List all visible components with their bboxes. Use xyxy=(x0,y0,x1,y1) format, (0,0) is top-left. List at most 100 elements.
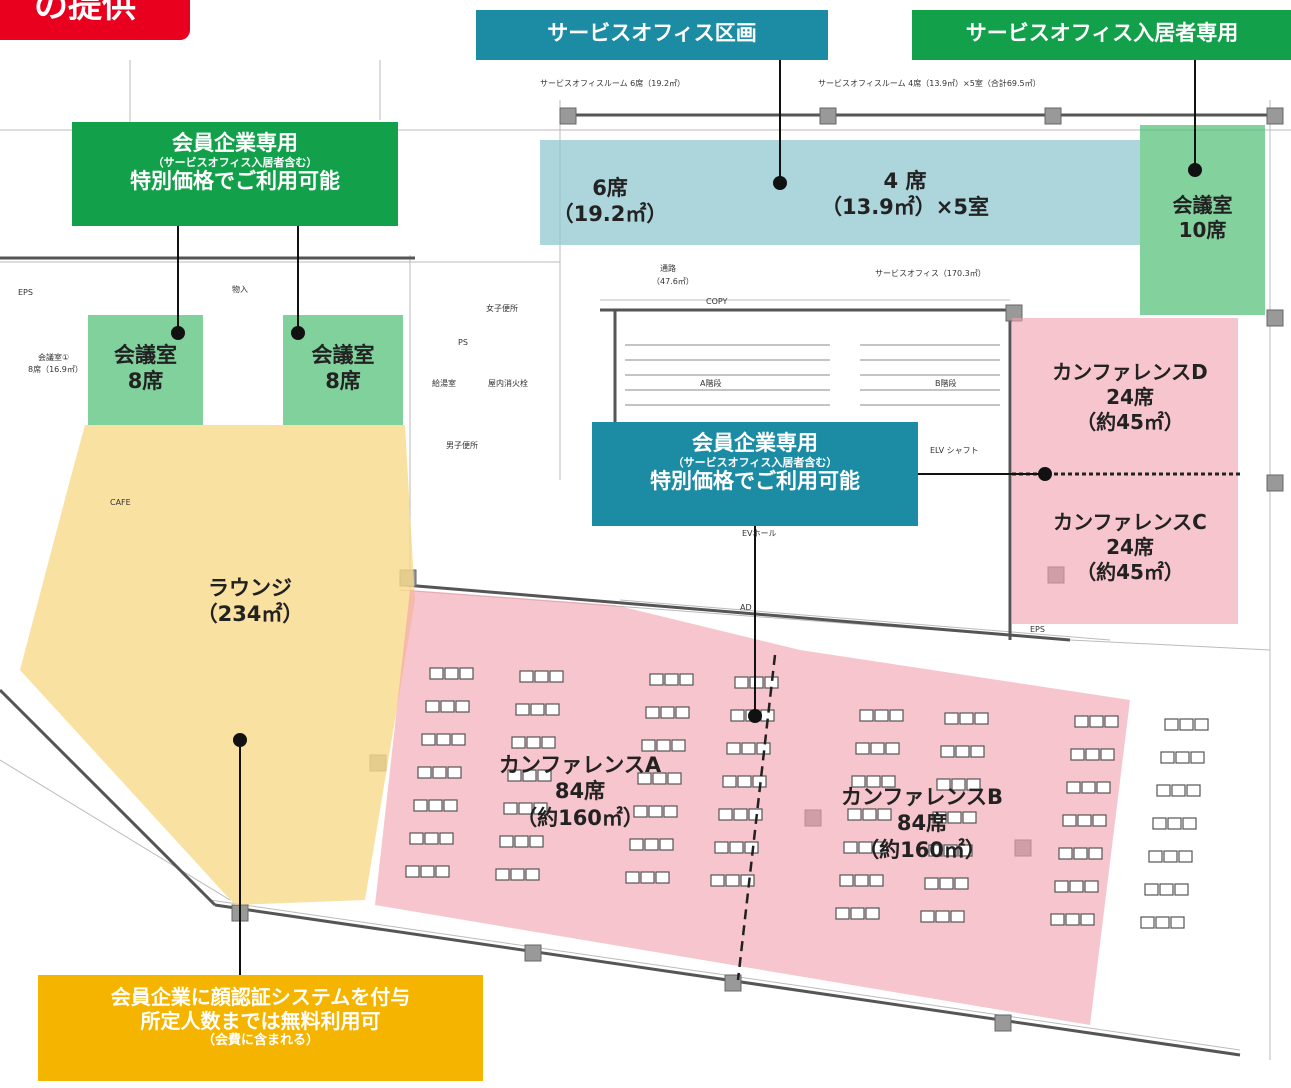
desk-seat xyxy=(435,865,450,878)
room-conference-c: カンファレンスC 24席 （約45㎡） xyxy=(1020,510,1240,585)
corner-tag: の提供 xyxy=(0,0,190,40)
desk-seat xyxy=(1144,883,1159,896)
desk-seat xyxy=(656,739,671,752)
desk-seat xyxy=(633,805,648,818)
desk-seat xyxy=(1074,715,1089,728)
desk-seat xyxy=(1066,781,1081,794)
desk-seat xyxy=(417,766,432,779)
desk-seat xyxy=(862,808,877,821)
desk-seat xyxy=(1104,715,1119,728)
desk-seat xyxy=(526,736,541,749)
desk-seat xyxy=(714,841,729,854)
desk-seat xyxy=(939,877,954,890)
desk-seat xyxy=(924,877,939,890)
desk-seat xyxy=(545,703,560,716)
tag-member-left: 会員企業専用 （サービスオフィス入居者含む） 特別価格でご利用可能 xyxy=(72,122,398,226)
desk-seat xyxy=(855,742,870,755)
desk-seat xyxy=(850,907,865,920)
plan-label-cafe: CAFE xyxy=(110,498,131,507)
tag-member-center-line1: 会員企業専用 xyxy=(692,431,818,455)
desk-seat xyxy=(1096,781,1111,794)
desk-seat xyxy=(885,742,900,755)
desk-seat xyxy=(629,838,644,851)
desk-seat xyxy=(1092,814,1107,827)
plan-label-womens-wc: 女子便所 xyxy=(486,304,518,313)
desk-seat xyxy=(955,745,970,758)
desk-seat xyxy=(659,838,674,851)
room-conference-a: カンファレンスA 84席 （約160㎡） xyxy=(470,752,690,831)
desk-seat xyxy=(737,775,752,788)
desk-seat xyxy=(859,709,874,722)
divider-conference-ab xyxy=(736,654,777,981)
zone-service-office xyxy=(540,140,1140,245)
desk-seat xyxy=(641,739,656,752)
desk-seat xyxy=(873,841,888,854)
plan-label-so-room6: サービスオフィスルーム 6席（19.2㎡） xyxy=(540,79,686,88)
desk-seat xyxy=(725,874,740,887)
desk-seat xyxy=(1050,913,1065,926)
desk-seat xyxy=(663,805,678,818)
room-lounge-area: （234㎡） xyxy=(196,602,304,627)
desk-seat xyxy=(429,667,444,680)
desk-seat xyxy=(507,769,522,782)
desk-seat xyxy=(409,832,424,845)
room-conference-c-area: （約45㎡） xyxy=(1076,560,1184,584)
tag-face-auth-line3: （会費に含まれる） xyxy=(201,1033,319,1048)
desk-seat xyxy=(869,874,884,887)
desk-seat xyxy=(519,670,534,683)
desk-seat xyxy=(734,676,749,689)
tag-service-office-zone: サービスオフィス区画 xyxy=(476,10,828,60)
desk-seat xyxy=(1190,751,1205,764)
desk-seat xyxy=(522,769,537,782)
desk-seat xyxy=(851,775,866,788)
desk-seat xyxy=(858,841,873,854)
desk-seat xyxy=(726,742,741,755)
desk-seat xyxy=(1179,718,1194,731)
desk-seat xyxy=(740,874,755,887)
plan-label-elv-hall: EVホール xyxy=(742,529,777,538)
room-meeting-8b-name: 会議室 xyxy=(311,343,375,367)
room-conference-d: カンファレンスD 24席 （約45㎡） xyxy=(1020,360,1240,435)
room-so-6-name: 6席 xyxy=(592,176,628,200)
room-conference-b-area: （約160㎡） xyxy=(858,837,986,862)
room-so-4: 4 席 （13.9㎡）×5室 xyxy=(800,168,1010,221)
room-conference-d-seats: 24席 xyxy=(1106,385,1154,409)
tag-face-auth-line2: 所定人数までは無料利用可 xyxy=(140,1009,381,1033)
desk-seat xyxy=(944,712,959,725)
desk-seat xyxy=(533,802,548,815)
desk-seat xyxy=(444,667,459,680)
desk-seat xyxy=(730,709,745,722)
room-conference-b: カンファレンスB 84席 （約160㎡） xyxy=(812,784,1032,863)
room-so-4-name: 4 席 xyxy=(883,169,927,193)
desk-seat xyxy=(877,808,892,821)
desk-seat xyxy=(649,673,664,686)
desk-seat xyxy=(1163,850,1178,863)
room-lounge-name: ラウンジ xyxy=(208,576,292,600)
desk-seat xyxy=(645,706,660,719)
desk-seat xyxy=(499,835,514,848)
desk-seat xyxy=(866,775,881,788)
desk-seat xyxy=(1171,784,1186,797)
desk-seat xyxy=(1084,880,1099,893)
desk-seat xyxy=(1073,847,1088,860)
tag-member-center: 会員企業専用 （サービスオフィス入居者含む） 特別価格でご利用可能 xyxy=(592,422,918,526)
room-meeting-10-name: 会議室 xyxy=(1172,193,1233,217)
desk-seat xyxy=(525,868,540,881)
desk-seat xyxy=(1152,817,1167,830)
plan-label-meeting-small-info: 8席（16.9㎡） xyxy=(28,365,83,374)
desk-seat xyxy=(1069,880,1084,893)
desk-seat xyxy=(1077,814,1092,827)
desk-seat xyxy=(943,844,958,857)
desk-seat xyxy=(881,775,896,788)
desk-seat xyxy=(428,799,443,812)
tag-service-office-tenant: サービスオフィス入居者専用 xyxy=(912,10,1291,60)
desk-seat xyxy=(660,706,675,719)
desk-seat xyxy=(865,907,880,920)
desk-seat xyxy=(947,811,962,824)
desk-seat xyxy=(1054,880,1069,893)
plan-label-so-room4: サービスオフィスルーム 4席（13.9㎡）×5室（合計69.5㎡） xyxy=(818,79,1041,88)
plan-label-copy: COPY xyxy=(706,297,728,306)
desk-seat xyxy=(959,712,974,725)
desk-seat xyxy=(854,874,869,887)
desk-seat xyxy=(679,673,694,686)
